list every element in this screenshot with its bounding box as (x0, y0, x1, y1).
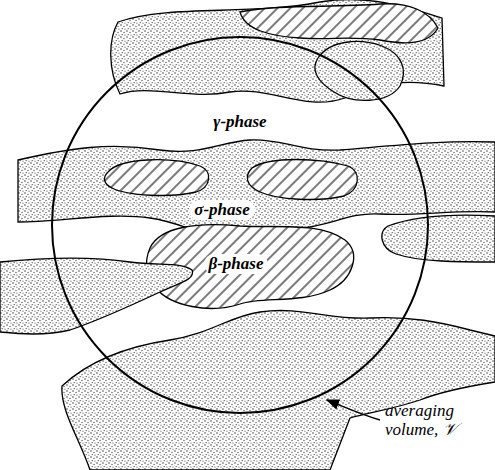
phase-label: σ-phase (189, 200, 254, 221)
phase-label: β-phase (204, 254, 269, 275)
phase-label: γ-phase (208, 112, 271, 133)
callout-label: averaging volume, 𝒱 (385, 402, 480, 439)
